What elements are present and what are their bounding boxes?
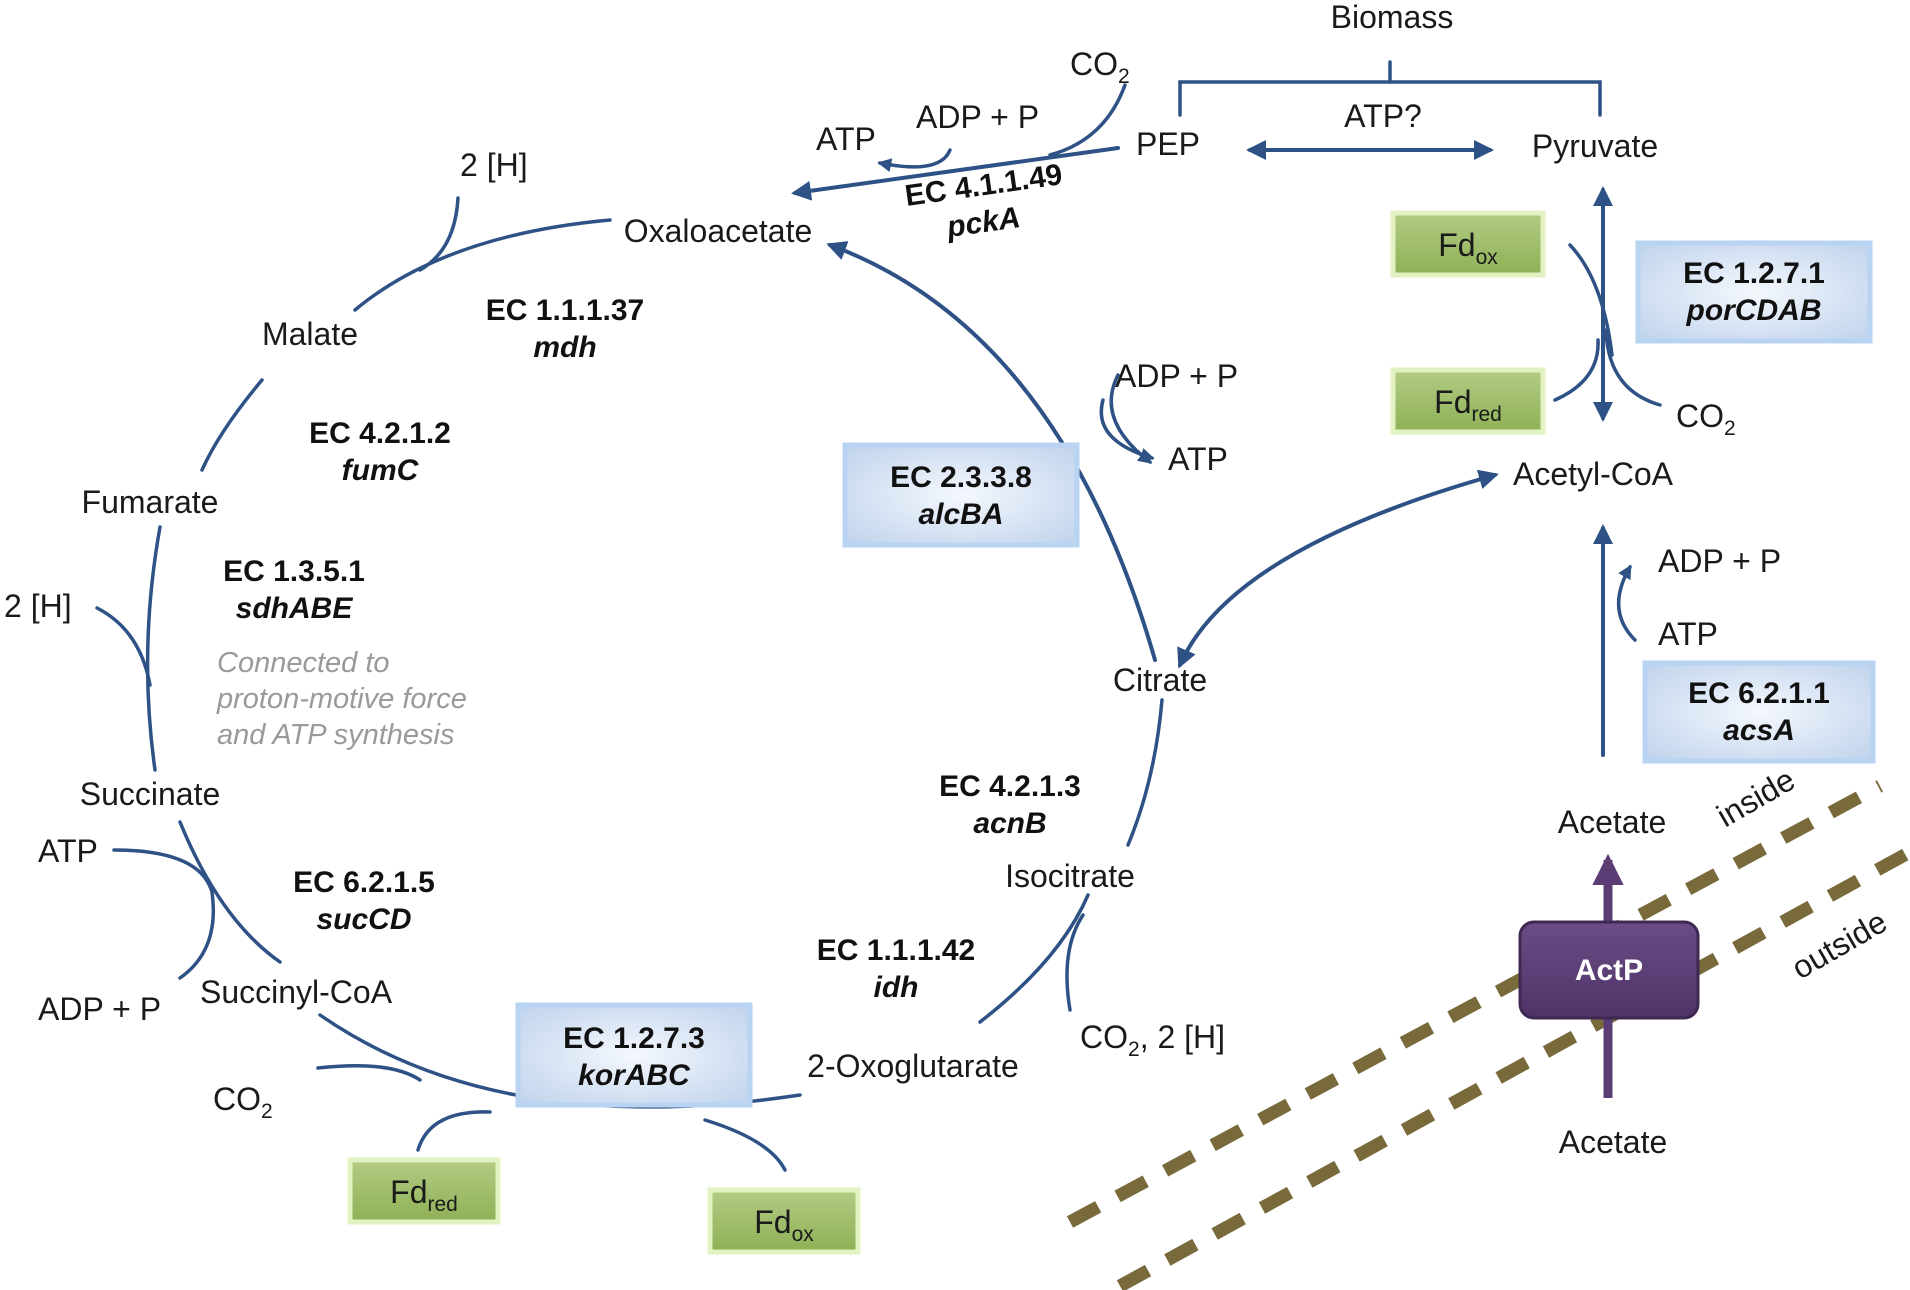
mdh-reaction-curve [353, 218, 612, 312]
isocitrate-label: Isocitrate [1005, 858, 1135, 894]
sdh-ec-number: EC 1.3.5.1 [223, 555, 365, 588]
two-h-mdh-label: 2 [H] [460, 147, 528, 183]
oxaloacetate-label: Oxaloacetate [624, 213, 813, 249]
co2-2h-idh-label: CO2, 2 [H] [1080, 1019, 1225, 1061]
por-fdred-branch [1553, 338, 1600, 402]
acs-atp-adp-branch [1617, 564, 1637, 642]
acetate-inside-label: Acetate [1558, 804, 1667, 840]
mdh-2h-branch [418, 196, 460, 272]
co2-pcka-label: CO2 [1070, 46, 1130, 88]
idh-ec-number: EC 1.1.1.42 [817, 934, 975, 967]
acs-enzyme-box [1642, 660, 1876, 764]
actp-transporter-box [1518, 920, 1700, 1020]
fd-red-box-top: Fdred [1390, 367, 1546, 435]
malate-label: Malate [262, 316, 358, 352]
por-enzyme-box [1635, 240, 1873, 344]
por-fdox-branch [1568, 243, 1614, 357]
por-ec-number: EC 1.2.7.1 [1683, 257, 1825, 290]
fd-ox-box-bottom: Fdox [707, 1187, 861, 1255]
idh-co2-branch [1065, 913, 1085, 1012]
sdh-note-line-1: Connected to [217, 647, 390, 679]
acs-gene: acsA [1723, 714, 1795, 747]
two-h-sdh-label: 2 [H] [4, 588, 72, 624]
fumc-reaction-curve [200, 378, 264, 472]
mdh-ec-number: EC 1.1.1.37 [486, 294, 644, 327]
sdh-reaction-curve [145, 525, 162, 772]
inside-label: inside [1711, 761, 1801, 834]
fd-ox-bottom-label: Fdox [754, 1204, 814, 1246]
actp-label: ActP [1575, 954, 1643, 987]
sdh-gene: sdhABE [236, 592, 354, 625]
acnb-reaction-curve [1126, 698, 1164, 847]
alc-atp-branch [1099, 398, 1155, 462]
atp-alc-label: ATP [1168, 441, 1228, 477]
mdh-gene: mdh [533, 331, 596, 364]
kor-enzyme-box [515, 1002, 753, 1108]
succd-reaction-curve [178, 820, 282, 964]
fd-ox-box-top: Fdox [1390, 210, 1546, 278]
sdh-note-line-2: proton-motive force [216, 683, 467, 715]
sdh-note-line-3: and ATP synthesis [217, 719, 454, 751]
membrane-outer-line [1116, 846, 1910, 1290]
pcka-co2-branch [1048, 83, 1127, 157]
idh-reaction-curve [978, 893, 1090, 1024]
acnb-gene: acnB [973, 807, 1046, 840]
alc-enzyme-box [842, 442, 1080, 548]
pcka-adp-atp-branch [877, 148, 952, 173]
co2-kor-label: CO2 [213, 1081, 273, 1123]
alc-ec-number: EC 2.3.3.8 [890, 461, 1032, 494]
pcka-reaction-arrow [791, 146, 1120, 201]
membrane-inner-line [1066, 780, 1884, 1228]
acetate-outside-label: Acetate [1559, 1124, 1668, 1160]
adp-p-alc-label: ADP + P [1115, 358, 1238, 394]
kor-fdred-branch [416, 1110, 492, 1152]
acnb-ec-number: EC 4.2.1.3 [939, 770, 1081, 803]
adp-p-pcka-label: ADP + P [916, 99, 1039, 135]
atp-question-label: ATP? [1344, 98, 1422, 134]
adp-p-succd-label: ADP + P [38, 991, 161, 1027]
fumc-gene: fumC [342, 454, 420, 487]
kor-fdox-branch [703, 1118, 787, 1172]
fd-red-top-label: Fdred [1434, 384, 1502, 426]
succinyl-coa-label: Succinyl-CoA [200, 974, 393, 1010]
fd-red-bottom-label: Fdred [390, 1174, 458, 1216]
co2-por-label: CO2 [1676, 398, 1736, 440]
alc-gene: alcBA [918, 498, 1003, 531]
succd-gene: sucCD [316, 903, 411, 936]
alc-reaction-arrow [826, 241, 1157, 662]
cell-membrane [1066, 780, 1910, 1290]
biomass-label: Biomass [1331, 0, 1454, 35]
atp-pcka-label: ATP [816, 121, 876, 157]
fumarate-label: Fumarate [82, 484, 219, 520]
fd-red-box-bottom: Fdred [347, 1157, 501, 1225]
kor-gene: korABC [578, 1059, 691, 1092]
por-gene: porCDAB [1686, 294, 1822, 327]
citrate-acetylcoa-arrow [1177, 469, 1499, 669]
fumc-ec-number: EC 4.2.1.2 [309, 417, 451, 450]
por-co2-branch [1604, 328, 1662, 407]
kor-co2-branch [316, 1063, 422, 1082]
kor-ec-number: EC 1.2.7.3 [563, 1022, 705, 1055]
sdh-2h-branch [95, 606, 152, 687]
succd-atp-branch [112, 848, 216, 980]
citrate-label: Citrate [1113, 662, 1207, 698]
atp-succd-label: ATP [38, 833, 98, 869]
succd-ec-number: EC 6.2.1.5 [293, 866, 435, 899]
idh-gene: idh [874, 971, 919, 1004]
pyruvate-label: Pyruvate [1532, 128, 1658, 164]
succinate-label: Succinate [80, 776, 221, 812]
acs-ec-number: EC 6.2.1.1 [1688, 677, 1830, 710]
pcka-gene: pckA [944, 201, 1022, 244]
adp-p-acs-label: ADP + P [1658, 543, 1781, 579]
fd-ox-top-label: Fdox [1438, 227, 1498, 269]
atp-acs-label: ATP [1658, 616, 1718, 652]
acetyl-coa-label: Acetyl-CoA [1513, 456, 1674, 492]
oxoglutarate-label: 2-Oxoglutarate [807, 1048, 1019, 1084]
pep-label: PEP [1136, 126, 1200, 162]
